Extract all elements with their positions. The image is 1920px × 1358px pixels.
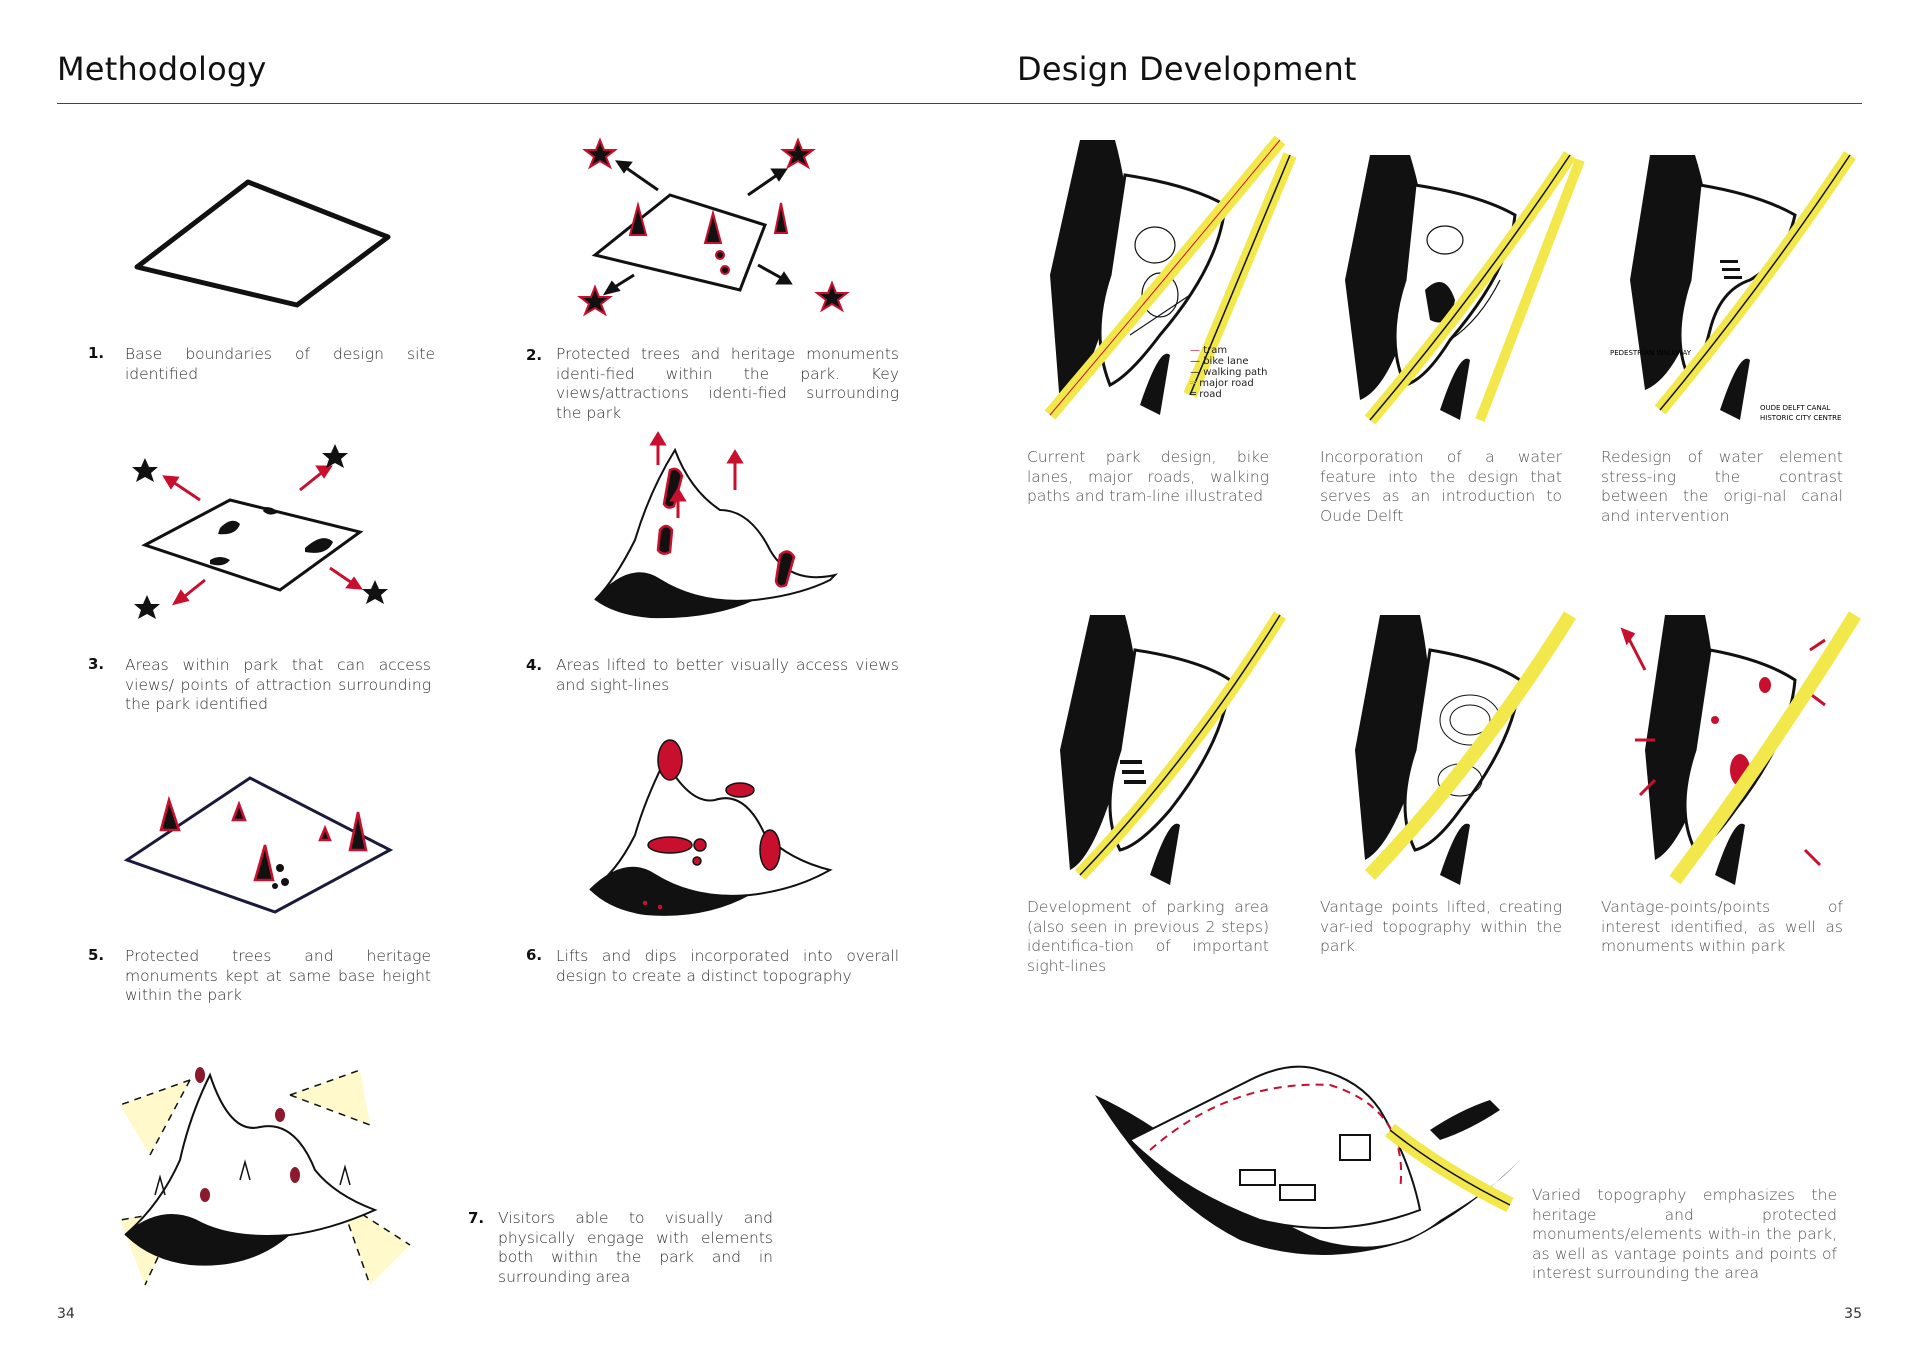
step-2-caption: Protected trees and heritage monuments i… [556, 345, 899, 422]
dd-caption-7: Varied topography emphasizes the heritag… [1532, 1186, 1837, 1282]
step-7-caption: Visitors able to visually and physically… [498, 1209, 773, 1286]
map-current-park-design [1044, 135, 1297, 420]
map-label-historic: HISTORIC CITY CENTRE [1760, 414, 1841, 422]
step-3-number: 3. [88, 655, 105, 673]
final-topography-sketch [1095, 1065, 1520, 1255]
step-6-number: 6. [526, 946, 543, 964]
diagram-step-2-protected-trees-views [577, 137, 850, 317]
map-water-redesign: PEDESTRIAN WALKWAY OUDE DELFT CANAL HIST… [1610, 151, 1856, 422]
dd-caption-6: Vantage-points/points of interest identi… [1601, 898, 1843, 955]
diagram-step-4-lifted-areas [594, 431, 839, 619]
map-legend: — tram — bike lane — walking path ═ majo… [1190, 345, 1267, 400]
map-vantage-lifted [1355, 611, 1576, 885]
page-number-right: 35 [1844, 1306, 1862, 1322]
map-water-feature [1345, 151, 1585, 425]
header-methodology: Methodology [57, 50, 267, 88]
legend-walking-path: — walking path [1190, 367, 1268, 378]
dd-caption-1: Current park design, bike lanes, major r… [1027, 448, 1269, 505]
diagram-step-6-lifts-dips [589, 739, 833, 916]
header-design-development: Design Development [1017, 50, 1357, 88]
step-5-number: 5. [88, 946, 105, 964]
diagram-step-3-access-views [132, 444, 388, 619]
header-divider [57, 103, 1862, 104]
legend-road: ═ road [1190, 389, 1222, 400]
step-5-caption: Protected trees and heritage monuments k… [125, 947, 431, 1004]
step-7-number: 7. [468, 1209, 485, 1227]
map-label-pedestrian: PEDESTRIAN WALKWAY [1610, 349, 1692, 357]
step-1-number: 1. [88, 344, 105, 362]
legend-tram: — tram [1190, 345, 1228, 356]
step-6-caption: Lifts and dips incorporated into overall… [556, 947, 899, 985]
step-3-caption: Areas within park that can access views/… [125, 656, 431, 713]
dd-caption-5: Vantage points lifted, creating var-ied … [1320, 898, 1562, 955]
diagram-step-5-trees-base-height [123, 776, 394, 914]
dd-caption-4: Development of parking area (also seen i… [1027, 898, 1269, 975]
map-label-oude-delft: OUDE DELFT CANAL [1760, 404, 1830, 412]
step-4-caption: Areas lifted to better visually access v… [556, 656, 899, 694]
dd-caption-2: Incorporation of a water feature into th… [1320, 448, 1562, 525]
step-1-caption: Base boundaries of design site identifie… [125, 345, 435, 383]
step-2-number: 2. [526, 346, 543, 364]
dd-caption-3: Redesign of water element stress-ing the… [1601, 448, 1843, 525]
legend-bike-lane: — bike lane [1190, 356, 1249, 367]
page-number-left: 34 [57, 1306, 75, 1322]
diagram-step-7-visitors-engage [119, 1067, 411, 1286]
legend-major-road: ═ major road [1190, 378, 1254, 389]
step-4-number: 4. [526, 656, 543, 674]
diagram-step-1-base-boundaries [134, 179, 391, 308]
map-parking-area [1060, 611, 1286, 885]
map-points-of-interest [1620, 611, 1861, 885]
